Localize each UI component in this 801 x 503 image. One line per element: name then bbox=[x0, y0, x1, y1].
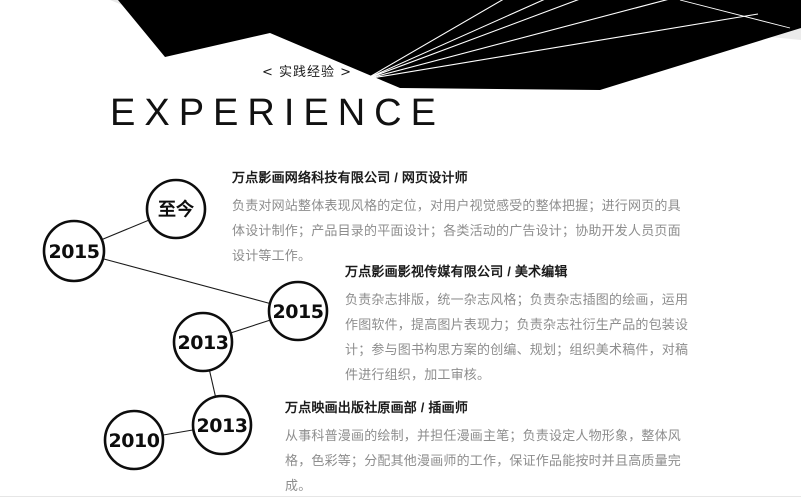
timeline-node-2015[interactable]: 2015 bbox=[267, 280, 329, 342]
timeline-node-circle bbox=[42, 219, 106, 283]
entry-description: 负责对网站整体表现风格的定位，对用户视觉感受的整体把握；进行网页的具体设计制作；… bbox=[232, 198, 681, 263]
grey-band-shape-right bbox=[700, 0, 801, 40]
entry-title: 万点影画网络科技有限公司 / 网页设计师 bbox=[232, 170, 468, 185]
grey-band-shape bbox=[110, 0, 801, 16]
timeline-node-circle bbox=[172, 311, 234, 373]
timeline-node-2015[interactable]: 2015 bbox=[42, 219, 106, 283]
ray-line-6 bbox=[679, 0, 791, 29]
timeline-node-2010[interactable]: 2010 bbox=[103, 409, 165, 471]
entry-description: 从事科普漫画的绘制，并担任漫画主笔；负责设定人物形象，整体风格，色彩等；分配其他… bbox=[285, 428, 682, 493]
timeline-node-circle bbox=[267, 280, 329, 342]
experience-entry: 万点影画网络科技有限公司 / 网页设计师 负责对网站整体表现风格的定位，对用户视… bbox=[232, 168, 682, 268]
timeline-connector bbox=[162, 429, 194, 436]
experience-entry: 万点映画出版社原画部 / 插画师 从事科普漫画的绘制，并担任漫画主笔；负责设定人… bbox=[285, 398, 703, 498]
section-eyebrow-label: < 实践经验 > bbox=[262, 65, 353, 80]
timeline-node-2013[interactable]: 2013 bbox=[191, 394, 253, 456]
timeline-links-group bbox=[101, 219, 271, 436]
timeline-graphic: 至今 2015 2015 2013 2013 2010 bbox=[42, 178, 329, 471]
timeline-nodes-group: 至今 2015 2015 2013 2013 2010 bbox=[42, 178, 329, 471]
timeline-node-label: 2013 bbox=[178, 332, 229, 354]
timeline-node-circle bbox=[145, 178, 207, 240]
page-title-block: < 实践经验 > EXPERIENCE bbox=[0, 64, 801, 135]
entry-description: 负责杂志排版，统一杂志风格；负责杂志插图的绘画，运用作图软件，提高图片表现力；负… bbox=[345, 292, 689, 382]
timeline-node-label: 2015 bbox=[49, 241, 100, 263]
experience-entry: 万点影画影视传媒有限公司 / 美术编辑 负责杂志排版，统一杂志风格；负责杂志插图… bbox=[345, 262, 690, 387]
timeline-node-至今[interactable]: 至今 bbox=[145, 178, 207, 240]
timeline-connector bbox=[208, 370, 217, 397]
timeline-node-2013[interactable]: 2013 bbox=[172, 311, 234, 373]
page-title: EXPERIENCE bbox=[110, 92, 445, 134]
timeline-node-label: 2010 bbox=[109, 430, 160, 452]
timeline-node-label: 2015 bbox=[273, 301, 324, 323]
timeline-connector bbox=[230, 319, 271, 334]
timeline-node-circle bbox=[191, 394, 253, 456]
entry-title: 万点映画出版社原画部 / 插画师 bbox=[285, 400, 469, 415]
bottom-divider bbox=[0, 496, 801, 497]
timeline-node-circle bbox=[103, 409, 165, 471]
timeline-node-label: 至今 bbox=[158, 199, 195, 221]
timeline-connector bbox=[102, 258, 271, 305]
entry-title: 万点影画影视传媒有限公司 / 美术编辑 bbox=[345, 264, 568, 279]
timeline-node-label: 2013 bbox=[197, 415, 248, 437]
timeline-connector bbox=[101, 219, 150, 241]
